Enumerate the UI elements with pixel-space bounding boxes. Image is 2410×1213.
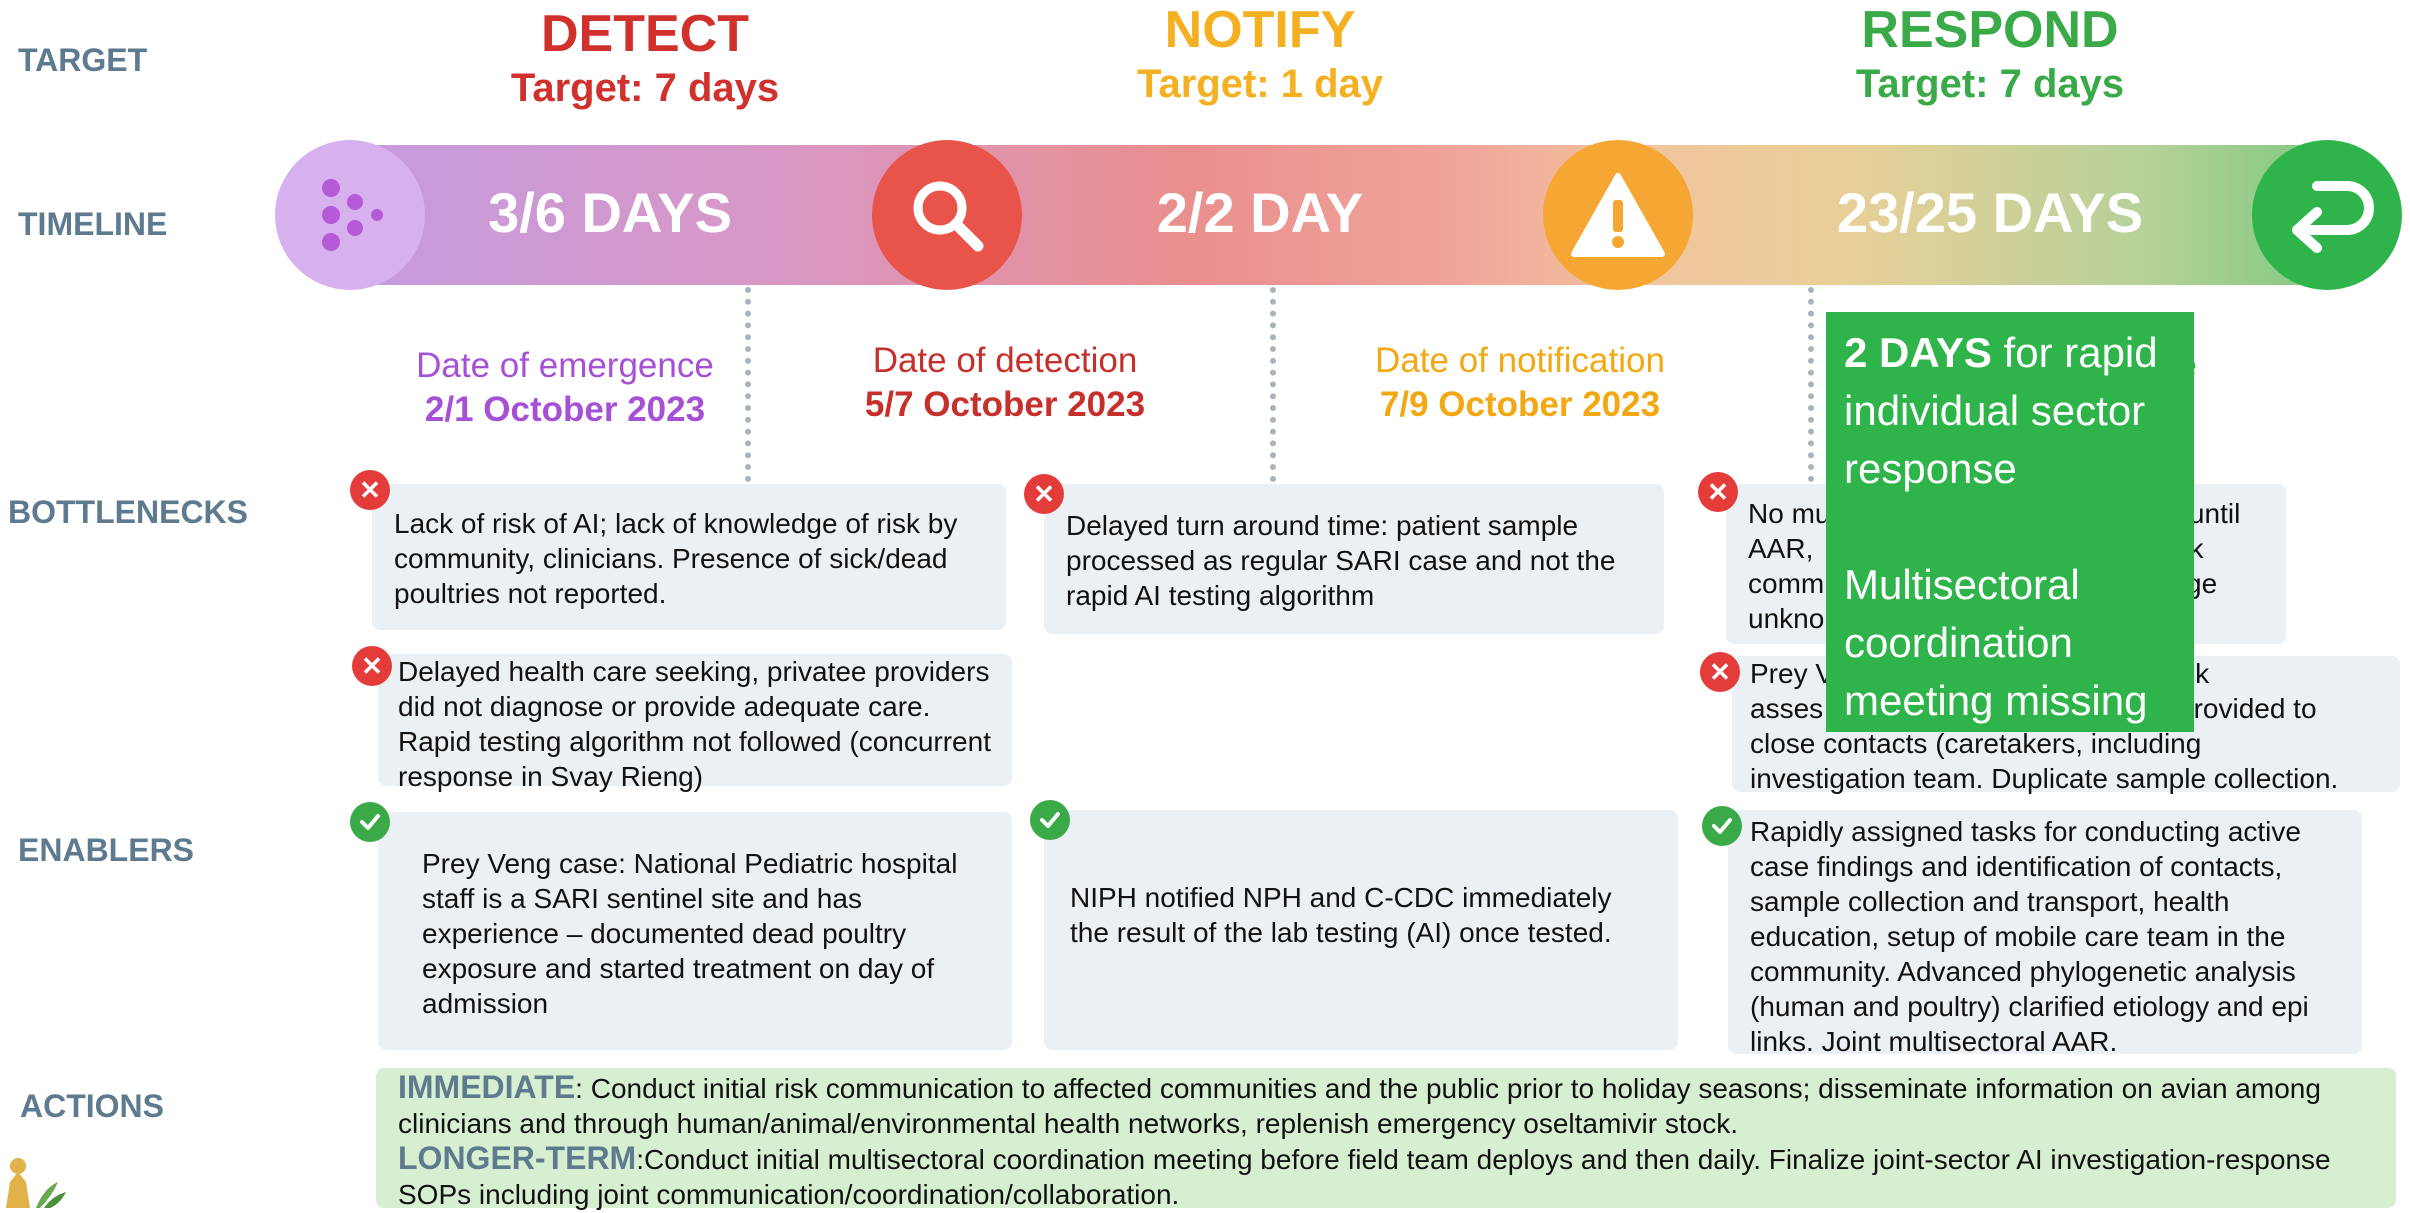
enabler-detect: Prey Veng case: National Pediatric hospi…	[378, 812, 1012, 1050]
callout-days: 2 DAYS	[1844, 329, 1992, 376]
date-notification-value: 7/9 October 2023	[1379, 385, 1661, 424]
x-icon: ✕	[1700, 652, 1740, 692]
detect-days: 3/6 DAYS	[488, 181, 732, 244]
actions-longer-label: LONGER-TERM	[398, 1140, 637, 1176]
actions-longer-term: LONGER-TERM:Conduct initial multisectora…	[398, 1141, 2396, 1212]
date-notification: Date of notification 7/9 October 2023	[1340, 339, 1700, 427]
bottleneck-respond-2-line: Prey V	[1750, 658, 1835, 689]
phase-notify-title: NOTIFY	[1164, 1, 1356, 59]
actions-immediate: IMMEDIATE: Conduct initial risk communic…	[398, 1070, 2396, 1141]
phase-detect: DETECT Target: 7 days	[445, 4, 845, 112]
respond-days: 23/25 DAYS	[1836, 181, 2144, 244]
divider-detection	[1270, 287, 1276, 482]
row-label-actions: ACTIONS	[20, 1088, 164, 1124]
enabler-respond: Rapidly assigned tasks for conducting ac…	[1728, 810, 2362, 1057]
check-icon	[350, 802, 390, 842]
bottleneck-detect-2: Delayed health care seeking, privatee pr…	[378, 654, 1012, 792]
divider-notification	[1808, 287, 1814, 482]
bottleneck-notify-1: Delayed turn around time: patient sample…	[1044, 484, 1664, 634]
response-gap-callout: 2 DAYS for rapid individual sector respo…	[1826, 312, 2194, 732]
date-notification-label: Date of notification	[1375, 341, 1665, 380]
phase-respond: RESPOND Target: 7 days	[1790, 0, 2190, 108]
x-icon: ✕	[350, 470, 390, 510]
callout-individual-text: for rapid individual sector response	[1844, 329, 2158, 492]
magnifier-icon	[872, 140, 1022, 290]
x-icon: ✕	[352, 646, 392, 686]
row-label-enablers: ENABLERS	[18, 832, 195, 868]
phase-respond-target: Target: 7 days	[1855, 62, 2125, 106]
bottleneck-respond-2-line: close contacts (caretakers, including	[1750, 728, 2202, 759]
check-icon	[1702, 806, 1742, 846]
callout-multisectoral-text: Multisectoral coordination meeting missi…	[1844, 561, 2148, 724]
phase-detect-title: DETECT	[541, 5, 749, 63]
timeline-bar	[345, 145, 2345, 285]
actions-longer-text: :Conduct initial multisectoral coordinat…	[398, 1144, 2331, 1210]
check-icon	[1030, 800, 1070, 840]
dots-icon	[275, 140, 425, 290]
row-label-target: TARGET	[18, 42, 148, 78]
emblem-logo	[0, 1152, 70, 1208]
actions-box: IMMEDIATE: Conduct initial risk communic…	[376, 1068, 2396, 1210]
bottleneck-respond-1-line: No mu	[1748, 498, 1831, 529]
row-label-timeline: TIMELINE	[18, 206, 168, 242]
bottleneck-respond-2-line: asses	[1750, 693, 1824, 724]
bottleneck-respond-1-line: unkno	[1748, 603, 1825, 634]
bottleneck-detect-1: Lack of risk of AI; lack of knowledge of…	[372, 484, 1006, 630]
bottleneck-respond-2-line: investigation team. Duplicate sample col…	[1750, 763, 2339, 794]
row-label-bottlenecks: BOTTLENECKS	[8, 494, 248, 530]
phase-detect-target: Target: 7 days	[510, 66, 780, 110]
date-detection-value: 5/7 October 2023	[864, 385, 1146, 424]
callout-individual-response: 2 DAYS for rapid individual sector respo…	[1844, 324, 2176, 498]
date-emergence: Date of emergence 2/1 October 2023	[385, 344, 745, 432]
bottleneck-respond-1-line: AAR,	[1748, 533, 1814, 564]
warning-icon	[1543, 140, 1693, 290]
bottleneck-respond-2-line: provided to	[2178, 693, 2317, 724]
date-detection-label: Date of detection	[872, 341, 1138, 380]
date-detection: Date of detection 5/7 October 2023	[820, 339, 1190, 427]
phase-notify: NOTIFY Target: 1 day	[1060, 0, 1460, 108]
date-emergence-value: 2/1 October 2023	[424, 390, 706, 429]
x-icon: ✕	[1024, 474, 1064, 514]
actions-immediate-text: : Conduct initial risk communication to …	[398, 1073, 2321, 1139]
divider-emergence	[745, 287, 751, 482]
return-arrow-icon	[2252, 140, 2402, 290]
phase-notify-target: Target: 1 day	[1137, 62, 1383, 106]
x-icon: ✕	[1698, 472, 1738, 512]
bottleneck-respond-1-line: comm	[1748, 568, 1825, 599]
actions-immediate-label: IMMEDIATE	[398, 1069, 576, 1105]
notify-days: 2/2 DAY	[1156, 181, 1364, 244]
phase-respond-title: RESPOND	[1861, 1, 2119, 59]
enabler-notify: NIPH notified NPH and C-CDC immediately …	[1044, 810, 1678, 1050]
date-emergence-label: Date of emergence	[416, 346, 714, 385]
